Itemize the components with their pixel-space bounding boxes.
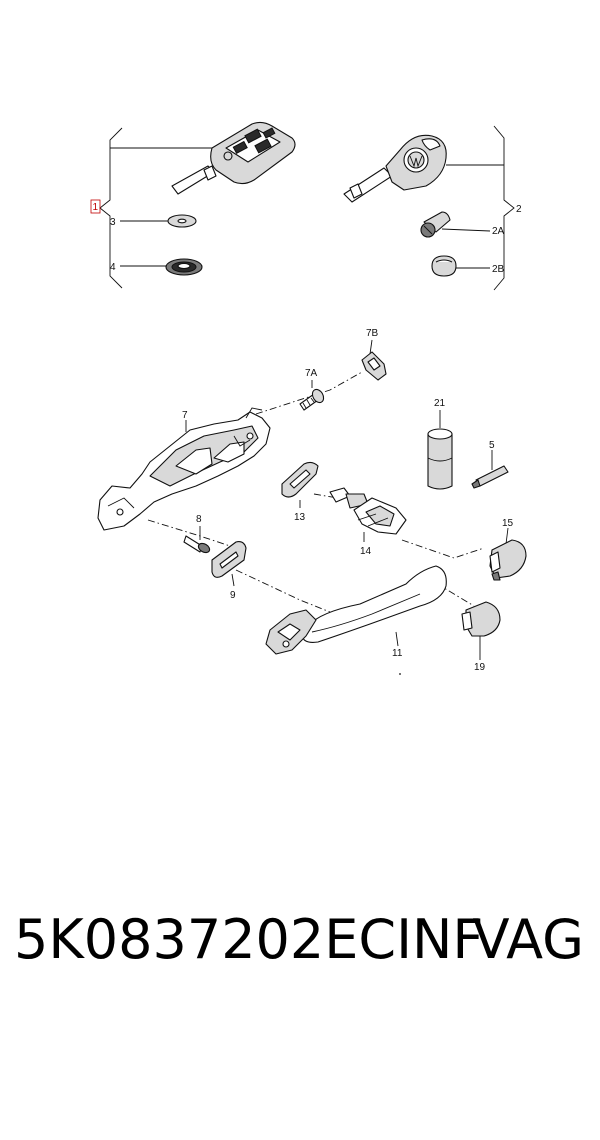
callout-2a[interactable]: 2A (492, 226, 505, 237)
screw-8-part (183, 535, 211, 554)
callout-9[interactable]: 9 (230, 590, 236, 601)
small-tube-part (471, 465, 509, 489)
cap-part (431, 255, 457, 277)
gasket-9-part (211, 541, 247, 578)
callout-4[interactable]: 4 (110, 262, 116, 273)
cover-cap-15-part (489, 539, 527, 581)
cover-cap-19-part (461, 601, 501, 637)
brand-name: VAG (472, 908, 584, 971)
clip-7b-part (361, 351, 387, 381)
transponder-key-part (343, 134, 447, 203)
callout-19[interactable]: 19 (474, 662, 486, 673)
screw-7a-part (299, 388, 325, 411)
callout-1-box (90, 199, 101, 214)
callout-11[interactable]: 11 (392, 648, 403, 659)
callout-7[interactable]: 7 (182, 410, 188, 421)
gasket-13-part (281, 461, 319, 498)
part-number: 5K0837202ECINF (14, 908, 484, 971)
bracket-right (493, 125, 515, 291)
callout-7a[interactable]: 7A (305, 368, 318, 379)
callout-14[interactable]: 14 (360, 546, 372, 557)
callout-7b[interactable]: 7B (366, 328, 379, 339)
callout-15[interactable]: 15 (502, 518, 514, 529)
callout-5[interactable]: 5 (489, 440, 495, 451)
parts-diagram: 1 3 4 2 2A 2B (90, 121, 527, 675)
callout-21[interactable]: 21 (434, 398, 446, 409)
footer: 5K0837202ECINF VAG (14, 900, 594, 980)
door-handle-part (265, 565, 447, 655)
vw-badge-part (165, 258, 203, 276)
flip-key-part (171, 121, 296, 195)
callout-8[interactable]: 8 (196, 514, 202, 525)
lock-assembly-part (329, 487, 407, 535)
grease-tube-part (427, 428, 453, 490)
callout-13[interactable]: 13 (294, 512, 306, 523)
callout-3[interactable]: 3 (110, 217, 116, 228)
callout-2[interactable]: 2 (516, 204, 522, 215)
lock-cylinder-part (420, 211, 451, 238)
callout-2b[interactable]: 2B (492, 264, 505, 275)
callout-1[interactable]: 1 (93, 202, 99, 213)
stray-dot (399, 673, 401, 675)
handle-carrier-part (97, 407, 271, 531)
washer-part (167, 214, 197, 228)
